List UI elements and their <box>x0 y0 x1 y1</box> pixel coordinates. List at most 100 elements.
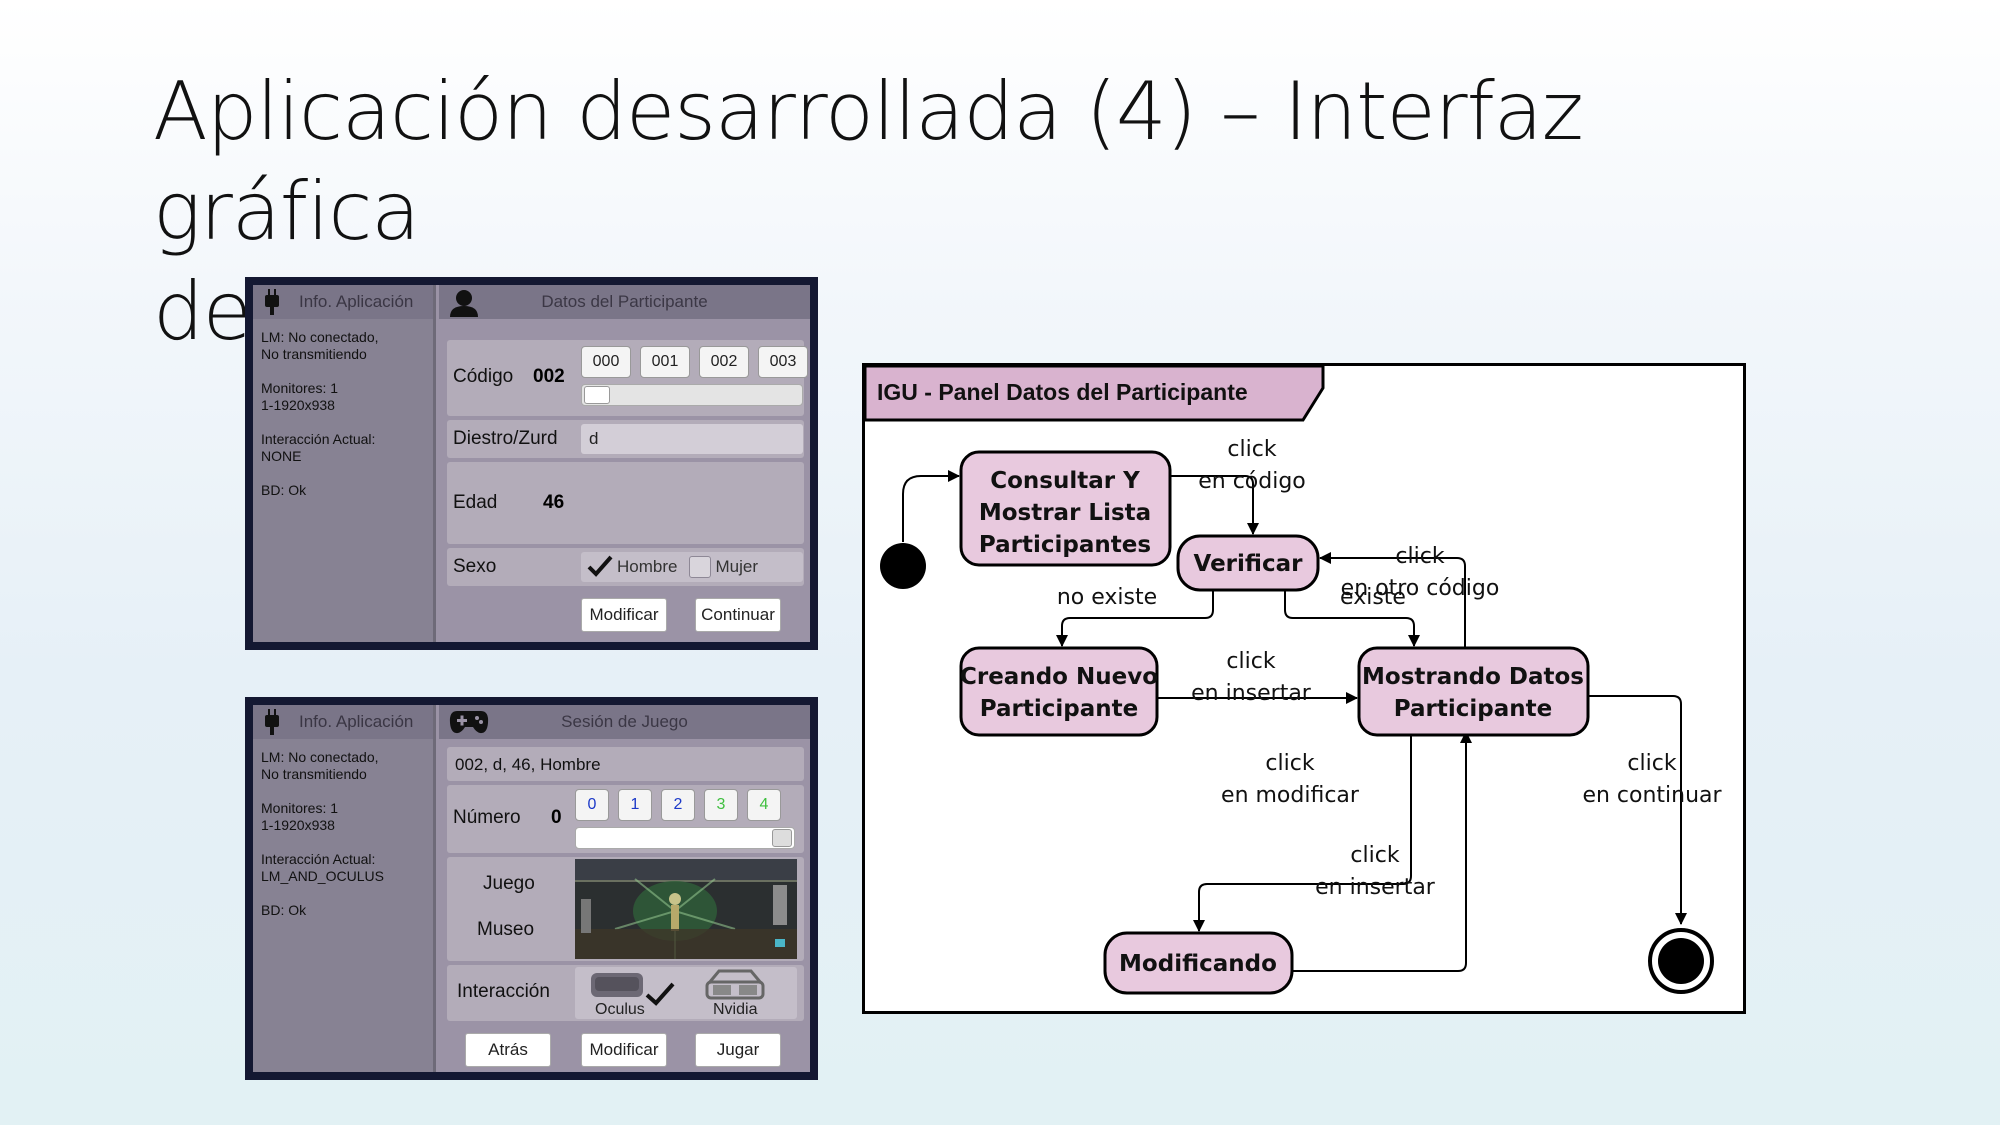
game-session-panel: Info. Aplicación LM: No conectado, No tr… <box>245 697 818 1080</box>
participant-data-panel: Info. Aplicación LM: No conectado, No tr… <box>245 277 818 650</box>
numero-row: Número 0 0 1 2 3 4 <box>447 785 804 853</box>
codigo-row: Código 002 000 001 002 003 <box>447 340 804 416</box>
app-info-sidebar: Info. Aplicación LM: No conectado, No tr… <box>253 705 436 1072</box>
state-consultar-line2: Mostrar Lista <box>979 500 1151 526</box>
db-status: BD: Ok <box>261 482 425 499</box>
edad-value: 46 <box>543 492 564 514</box>
numero-label: Número <box>453 807 521 829</box>
label-continuar-1: click <box>1627 751 1676 776</box>
game-scene-preview[interactable] <box>575 859 797 959</box>
museo-label[interactable]: Museo <box>477 919 534 941</box>
codigo-chip[interactable]: 000 <box>581 346 631 378</box>
edad-row: Edad 46 <box>447 462 804 544</box>
monitors-info: Monitores: 1 1-1920x938 <box>261 380 425 414</box>
oculus-label: Oculus <box>595 1001 645 1019</box>
nvidia-label: Nvidia <box>713 1001 757 1019</box>
label-otro-codigo-1v: click <box>1395 544 1444 569</box>
state-creando-line1: Creando Nuevo <box>960 664 1158 690</box>
label-insertar1-2: en insertar <box>1191 681 1312 706</box>
checkmark-icon <box>587 554 613 578</box>
initial-node <box>880 543 926 589</box>
label-modificar-2: en modificar <box>1221 783 1360 808</box>
checkmark-icon <box>645 981 675 1007</box>
atras-button[interactable]: Atrás <box>465 1033 551 1067</box>
frame-title: IGU - Panel Datos del Participante <box>877 379 1248 405</box>
sexo-options: Hombre Mujer <box>581 552 803 582</box>
modificar-button[interactable]: Modificar <box>581 598 667 632</box>
label-continuar-2: en continuar <box>1582 783 1722 808</box>
diestro-row: Diestro/Zurd d <box>447 420 804 458</box>
interaccion-row: Interacción Oculus <box>447 965 804 1021</box>
label-click-codigo-2: en código <box>1198 469 1306 494</box>
jugar-button[interactable]: Jugar <box>695 1033 781 1067</box>
app-info-header: Info. Aplicación <box>253 285 433 319</box>
usb-plug-icon <box>265 289 279 315</box>
scene-row: Juego Museo <box>447 857 804 961</box>
summary-row: 002, d, 46, Hombre <box>447 747 804 781</box>
participant-data-title: Datos del Participante <box>439 292 810 312</box>
state-creando-line2: Participante <box>980 696 1138 722</box>
codigo-chip[interactable]: 002 <box>699 346 749 378</box>
game-session-header: Sesión de Juego <box>439 705 810 739</box>
numero-chip[interactable]: 0 <box>575 789 609 821</box>
app-info-title: Info. Aplicación <box>299 712 413 732</box>
codigo-chip[interactable]: 001 <box>640 346 690 378</box>
label-insertar2-1: click <box>1350 843 1399 868</box>
state-modificando-label: Modificando <box>1119 951 1277 977</box>
diestro-input[interactable]: d <box>581 424 803 454</box>
numero-chip[interactable]: 4 <box>747 789 781 821</box>
mujer-label: Mujer <box>715 557 758 577</box>
app-info-sidebar: Info. Aplicación LM: No conectado, No tr… <box>253 285 436 642</box>
hombre-label: Hombre <box>617 557 677 577</box>
state-diagram: IGU - Panel Datos del Participante <box>862 363 1746 1014</box>
state-mostrando-line1: Mostrando Datos <box>1362 664 1584 690</box>
state-consultar-line1: Consultar Y <box>990 468 1140 494</box>
edge-mostrando-to-final <box>1575 696 1681 924</box>
participant-data-header: Datos del Participante <box>439 285 810 319</box>
participant-summary: 002, d, 46, Hombre <box>455 755 601 775</box>
3d-glasses-icon <box>705 969 765 1001</box>
app-info-header: Info. Aplicación <box>253 705 433 739</box>
monitors-info: Monitores: 1 1-1920x938 <box>261 800 425 834</box>
slide-title-line1: Aplicación desarrollada (4) – Interfaz g… <box>153 62 1873 262</box>
oculus-option[interactable]: Oculus <box>583 969 663 1017</box>
label-existe: existe <box>1340 585 1406 610</box>
nvidia-option[interactable]: Nvidia <box>695 969 775 1017</box>
final-node-inner <box>1658 938 1704 984</box>
mujer-checkbox[interactable] <box>689 556 711 578</box>
codigo-scrollbar[interactable] <box>581 384 803 406</box>
usb-plug-icon <box>265 709 279 735</box>
label-insertar1-1: click <box>1226 649 1275 674</box>
current-interaction: Interacción Actual: LM_AND_OCULUS <box>261 851 425 885</box>
juego-label[interactable]: Juego <box>483 873 535 895</box>
codigo-scrollbar-thumb[interactable] <box>584 386 610 404</box>
label-insertar2-2: en insertar <box>1315 875 1436 900</box>
numero-value: 0 <box>551 807 562 829</box>
state-mostrando-line2: Participante <box>1394 696 1552 722</box>
codigo-value: 002 <box>533 366 565 388</box>
label-click-codigo-1: click <box>1227 437 1276 462</box>
game-scene-image <box>575 859 797 959</box>
numero-scrollbar-thumb[interactable] <box>772 829 792 847</box>
numero-chip[interactable]: 2 <box>661 789 695 821</box>
db-status: BD: Ok <box>261 902 425 919</box>
app-info-title: Info. Aplicación <box>299 292 413 312</box>
numero-chip[interactable]: 3 <box>704 789 738 821</box>
game-session-title: Sesión de Juego <box>439 712 810 732</box>
sexo-label: Sexo <box>453 556 496 578</box>
state-verificar-label: Verificar <box>1194 551 1304 577</box>
state-diagram-canvas: IGU - Panel Datos del Participante <box>865 366 1743 1011</box>
current-interaction: Interacción Actual: NONE <box>261 431 425 465</box>
numero-chip[interactable]: 1 <box>618 789 652 821</box>
codigo-label: Código <box>453 366 513 388</box>
hombre-checkbox[interactable] <box>589 556 613 578</box>
codigo-chip[interactable]: 003 <box>758 346 808 378</box>
continuar-button[interactable]: Continuar <box>695 598 781 632</box>
edad-label: Edad <box>453 492 497 514</box>
edge-initial-to-consultar <box>903 476 959 542</box>
numero-scrollbar[interactable] <box>575 827 795 849</box>
diestro-label: Diestro/Zurd <box>453 428 558 450</box>
leap-motion-status: LM: No conectado, No transmitiendo <box>261 749 425 783</box>
oculus-headset-icon <box>589 969 645 999</box>
modificar-button[interactable]: Modificar <box>581 1033 667 1067</box>
